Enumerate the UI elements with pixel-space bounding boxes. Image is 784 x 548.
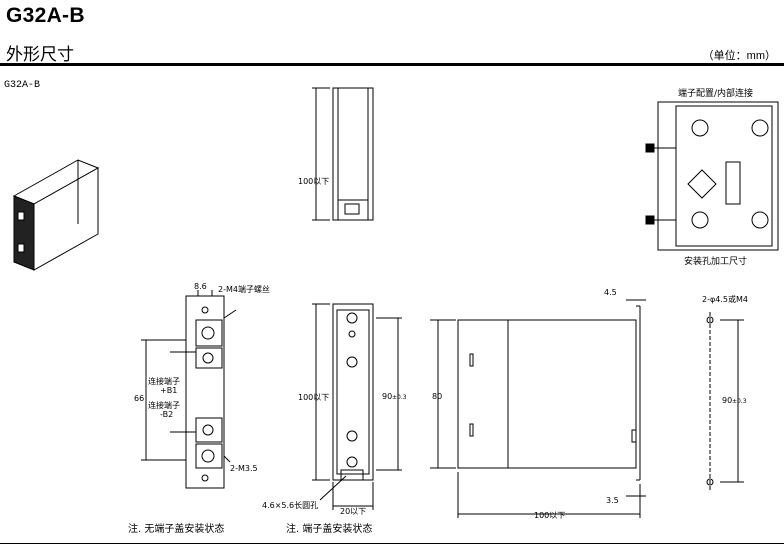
header-rule [0, 63, 784, 66]
product-3d-image [12, 159, 100, 271]
terminal-diagram-label: 端子配置/内部连接 [678, 89, 754, 99]
mount-hole-label: 安装孔加工尺寸 [684, 257, 748, 267]
dim-3-5: 3.5 [606, 496, 619, 505]
dim-80: 80 [432, 392, 443, 401]
section-title: 外形尺寸 [6, 45, 74, 64]
note-no-cover: 注. 无端子盖安装状态 [128, 524, 225, 535]
hole-90-tol: ±0.3 [732, 398, 747, 405]
front-view-no-cover [141, 290, 237, 489]
hole-90: 90 [722, 396, 733, 405]
top-view [312, 87, 374, 221]
dim-8-6: 8.6 [194, 282, 207, 291]
conn-b2-sign: -B2 [160, 410, 174, 419]
conn-b1-label: 连接端子 [148, 377, 180, 386]
note-with-cover: 注. 端子盖安装状态 [286, 524, 373, 535]
terminal-diagram [645, 101, 779, 251]
dim-4-5: 4.5 [604, 288, 617, 297]
dim-20: 20以下 [340, 507, 367, 516]
dim-90: 90 [382, 392, 393, 401]
mounting-hole-diagram [706, 312, 744, 490]
conn-b2-label: 连接端子 [148, 401, 180, 410]
product-title: G32A-B [6, 4, 85, 27]
screw-m35-label: 2-M3.5 [230, 464, 258, 473]
front-view-with-cover [312, 303, 402, 510]
dim-66: 66 [134, 394, 145, 403]
screw-m4-label: 2-M4端子螺丝 [218, 285, 270, 294]
model-label: G32A-B [4, 80, 41, 91]
hole-spec-label: 2-φ4.5或M4 [702, 295, 748, 304]
footer-rule [0, 543, 784, 544]
mid-100-label: 100以下 [298, 393, 330, 402]
dim-90-tol: ±0.3 [392, 394, 407, 401]
conn-b1-sign: +B1 [160, 386, 178, 395]
bottom-100-label: 100以下 [534, 511, 566, 520]
slot-label: 4.6×5.6长圆孔 [262, 501, 319, 510]
unit-label: （单位：mm） [702, 50, 776, 62]
top-100-label: 100以下 [298, 177, 330, 186]
side-view [430, 299, 646, 518]
